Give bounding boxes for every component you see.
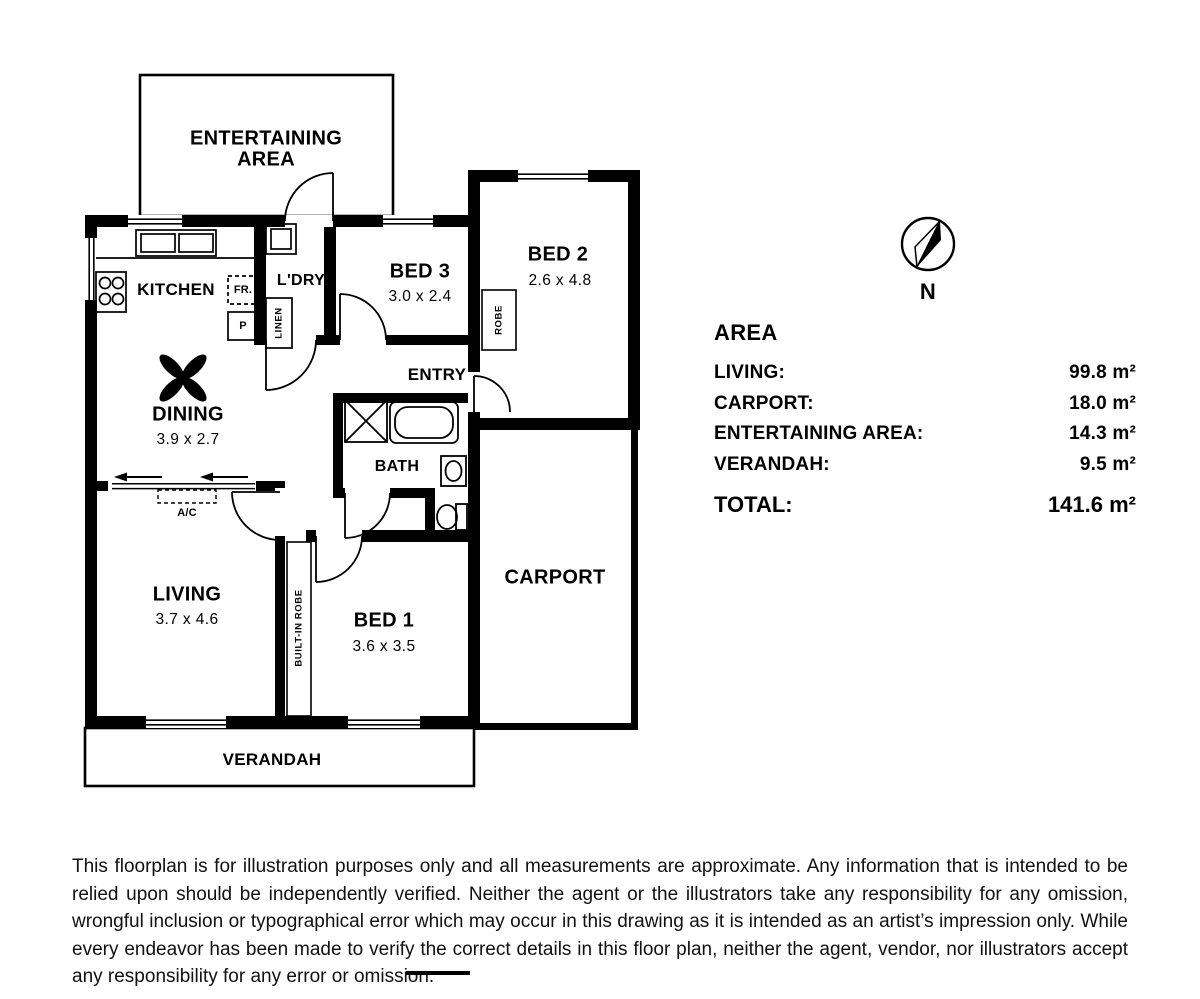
sliding-door — [112, 472, 255, 490]
disclaimer-text: This floorplan is for illustration purpo… — [72, 856, 1128, 988]
room-label-bath: BATH — [374, 458, 420, 475]
laundry-fixtures — [265, 223, 297, 349]
area-table-heading: AREA — [714, 320, 778, 345]
compass-north-label: N — [919, 279, 937, 304]
area-row-verandah-value: 9.5 m² — [1079, 453, 1136, 475]
room-label-kitchen: KITCHEN — [137, 280, 215, 299]
label-built-in-robe: BUILT-IN ROBE — [293, 589, 305, 667]
area-row-entertaining-value: 14.3 m² — [1069, 423, 1136, 444]
room-label-entertaining-line2: AREA — [237, 148, 295, 171]
area-row-entertaining: ENTERTAINING AREA: 14.3 m² — [714, 419, 1136, 450]
carport-outline — [473, 430, 638, 730]
area-total-value: 141.6 m² — [1047, 492, 1136, 517]
room-label-verandah: VERANDAH — [222, 750, 322, 769]
room-dims-living: 3.7 x 4.6 — [155, 611, 219, 628]
label-pantry: P — [239, 320, 247, 332]
label-ac: A/C — [177, 507, 197, 519]
room-label-bed3: BED 3 — [389, 260, 451, 283]
ceiling-fan-icon — [159, 354, 207, 402]
label-linen: LINEN — [273, 307, 285, 339]
area-row-verandah: VERANDAH: 9.5 m² — [714, 450, 1136, 481]
area-row-verandah-label: VERANDAH: — [714, 453, 830, 475]
windows — [88, 173, 588, 726]
room-dims-dining: 3.9 x 2.7 — [156, 431, 220, 448]
area-row-carport-label: CARPORT: — [714, 392, 814, 414]
doors — [231, 172, 511, 583]
room-label-bed1: BED 1 — [353, 609, 415, 632]
area-table: AREA LIVING: 99.8 m² CARPORT: 18.0 m² EN… — [714, 320, 1136, 520]
room-dims-bed2: 2.6 x 4.8 — [528, 272, 592, 289]
bath-fixtures — [344, 399, 468, 531]
area-row-living: LIVING: 99.8 m² — [714, 358, 1136, 389]
area-row-living-value: 99.8 m² — [1069, 362, 1136, 383]
room-dims-bed3: 3.0 x 2.4 — [388, 288, 452, 305]
area-total-row: TOTAL: 141.6 m² — [714, 490, 1136, 520]
compass-icon — [900, 216, 956, 272]
room-label-dining: DINING — [152, 403, 224, 426]
area-row-carport: CARPORT: 18.0 m² — [714, 389, 1136, 420]
bottom-mark — [406, 971, 470, 975]
room-label-carport: CARPORT — [504, 566, 606, 589]
ac-unit — [157, 489, 217, 504]
kitchen-fixtures — [95, 229, 260, 341]
closets — [286, 289, 517, 717]
area-row-carport-value: 18.0 m² — [1069, 392, 1136, 414]
label-robe: ROBE — [493, 305, 505, 335]
room-label-bed2: BED 2 — [527, 243, 589, 266]
label-fridge: FR. — [233, 284, 253, 296]
area-row-entertaining-label: ENTERTAINING AREA: — [714, 423, 924, 444]
room-label-entertaining-line1: ENTERTAINING — [189, 127, 343, 150]
area-row-living-label: LIVING: — [714, 362, 786, 383]
room-label-entry: ENTRY — [407, 365, 467, 384]
room-label-living: LIVING — [152, 583, 222, 606]
area-total-label: TOTAL: — [714, 492, 793, 517]
room-label-laundry: L'DRY — [276, 272, 326, 289]
room-dims-bed1: 3.6 x 3.5 — [352, 638, 416, 655]
